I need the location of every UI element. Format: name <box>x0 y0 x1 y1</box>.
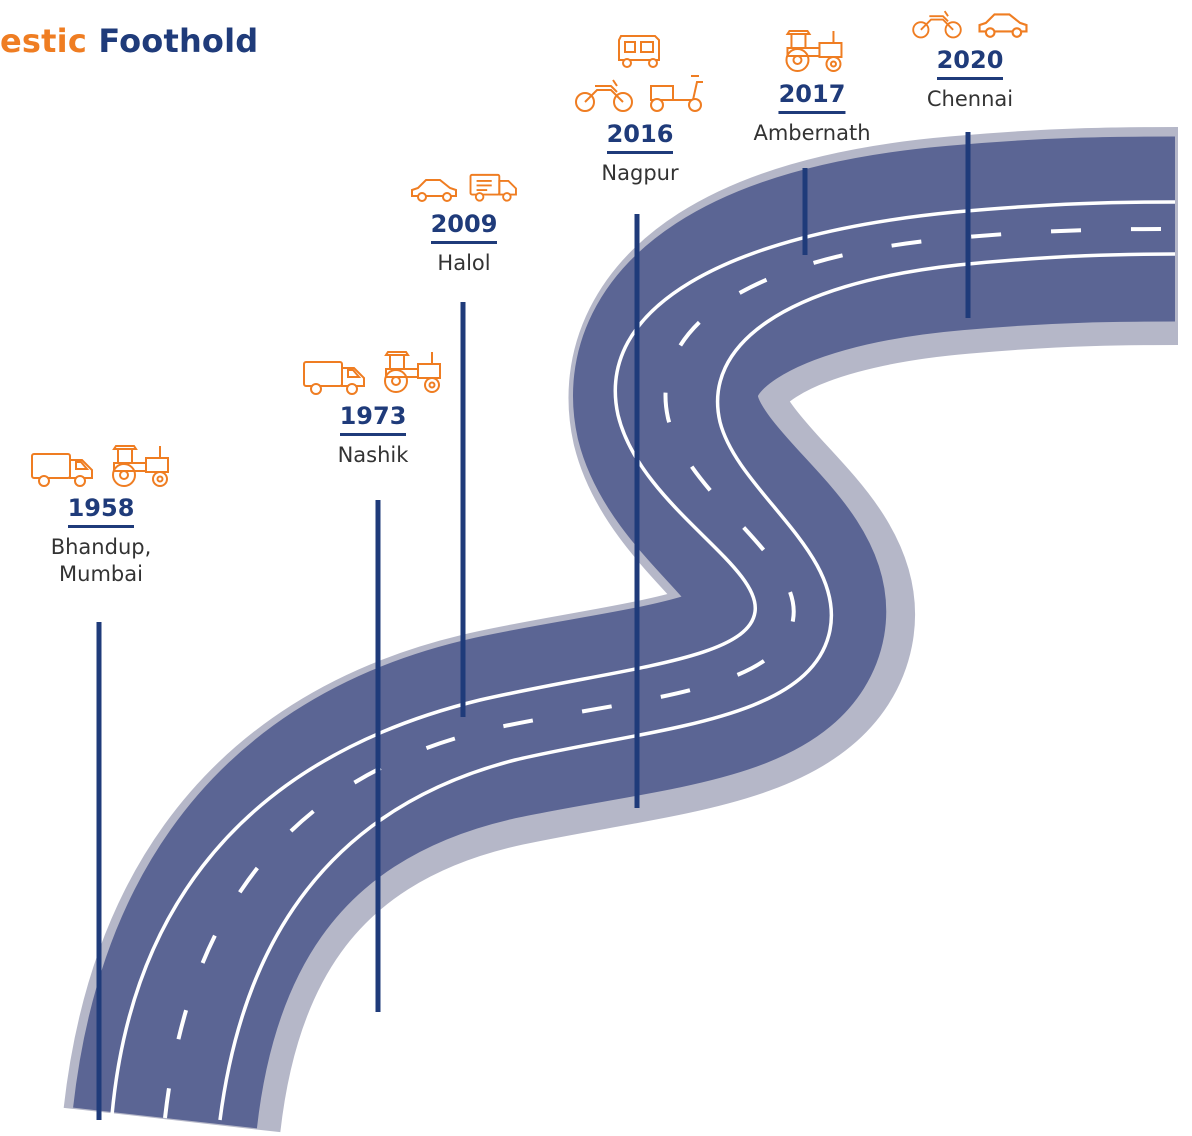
motorcycle-icon <box>912 10 962 39</box>
tractor-icon <box>112 445 169 487</box>
milestone-year: 2009 <box>430 210 498 244</box>
truck-icon <box>31 453 93 487</box>
scooter-icon <box>650 75 703 112</box>
milestone-1958: 1958 Bhandup, Mumbai <box>30 442 172 588</box>
milestone-year: 2017 <box>778 80 846 114</box>
place-line: Nagpur <box>601 161 679 185</box>
place-line: Chennai <box>926 87 1014 111</box>
car-icon <box>978 13 1028 38</box>
milestone-2017: 2017 Ambernath <box>753 26 871 147</box>
tractor-icon <box>785 30 842 72</box>
milestone-place: Bhandup, Mumbai <box>30 534 172 588</box>
milestone-place: Halol <box>409 250 519 277</box>
milestone-1973: 1973 Nashik <box>302 346 444 469</box>
place-line: Ambernath <box>753 121 871 145</box>
truck-icon <box>303 361 365 395</box>
page-title: estic Foothold <box>0 22 258 60</box>
icon-group <box>409 170 519 204</box>
road-edge-line-left <box>110 200 1176 1116</box>
place-line: Nashik <box>337 443 409 467</box>
place-line: Halol <box>437 251 491 275</box>
tractor-icon <box>384 351 441 393</box>
title-accent: estic <box>0 22 87 60</box>
icon-group <box>573 30 707 114</box>
milestone-year: 1973 <box>339 402 407 436</box>
title-main: Foothold <box>98 22 259 60</box>
milestone-place: Chennai <box>909 86 1031 113</box>
icon-group <box>30 442 172 488</box>
milestone-2009: 2009 Halol <box>409 170 519 277</box>
car-icon <box>411 179 457 202</box>
milestone-2020: 2020 Chennai <box>909 6 1031 113</box>
icon-group <box>302 346 444 396</box>
milestone-place: Nashik <box>302 442 444 469</box>
milestone-2016: 2016 Nagpur <box>573 30 707 187</box>
truck-icon <box>469 173 517 202</box>
milestone-place: Ambernath <box>753 120 870 147</box>
place-line: Mumbai <box>59 562 143 586</box>
road-center-dashes <box>163 227 1176 1119</box>
milestone-place: Nagpur <box>573 160 707 187</box>
place-line: Bhandup, <box>50 535 152 559</box>
milestone-year: 2016 <box>606 120 674 154</box>
icon-group <box>909 6 1031 40</box>
road-edge-line-right <box>218 252 1176 1121</box>
auto-rickshaw-icon <box>618 35 660 68</box>
icon-group <box>753 26 870 74</box>
motorcycle-icon <box>575 79 633 112</box>
milestone-year: 2020 <box>936 46 1004 80</box>
milestone-year: 1958 <box>67 494 135 528</box>
